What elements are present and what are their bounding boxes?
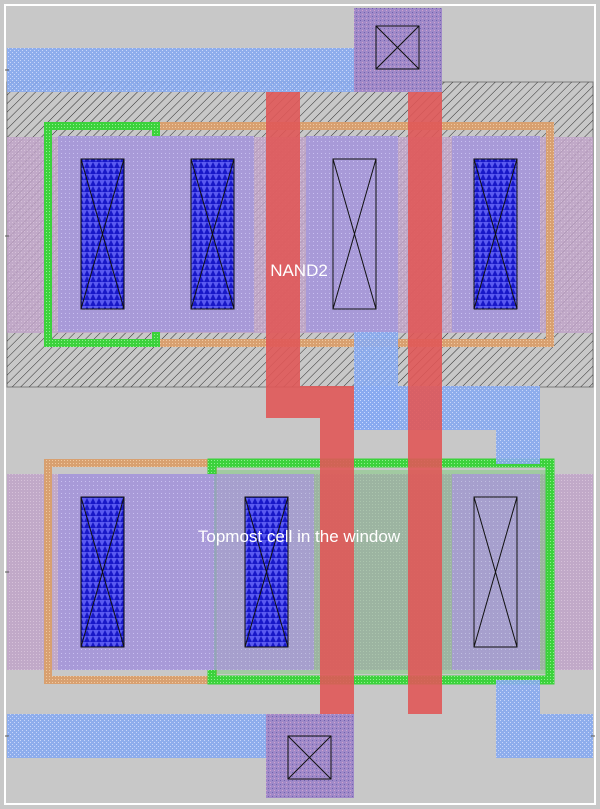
contact-2	[190, 158, 235, 310]
contact-7	[473, 496, 518, 648]
via-gnd	[287, 735, 332, 780]
via-vdd	[375, 25, 420, 70]
diffusion-top-mid	[306, 136, 398, 332]
vdd-pin	[354, 8, 442, 92]
metal1-output-pin	[496, 680, 593, 758]
metal1-output-route	[354, 386, 540, 464]
contact-3	[332, 158, 377, 310]
contact-4	[473, 158, 518, 310]
metal1-vdd-rail	[7, 48, 354, 92]
poly-gate-b	[408, 92, 442, 714]
contact-6	[244, 496, 289, 648]
gnd-pin	[266, 714, 354, 798]
poly-gate-a	[266, 92, 354, 714]
contact-5	[80, 496, 125, 648]
contact-1	[80, 158, 125, 310]
